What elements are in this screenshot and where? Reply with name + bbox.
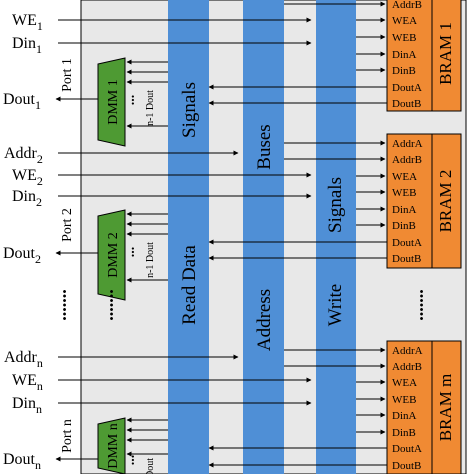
port-label: Port n (60, 419, 75, 453)
bram-pin-label: DinB (392, 427, 416, 439)
dmm-note: Dout (145, 458, 156, 474)
bram-block-1: BRAM 1 AddrB WEA WEB DinA DinB DoutA DoutB (386, 0, 462, 112)
dmm-input-dots: ... (123, 247, 138, 258)
read-data-bus-label-top: Signals (179, 82, 200, 138)
addr-label: Addrn (4, 349, 43, 370)
dmm-label: DMM 1 (106, 79, 121, 125)
bram-pin-label: AddrB (392, 0, 422, 11)
bram-pin-label: AddrB (392, 361, 422, 373)
bram-pin-label: DinA (392, 410, 417, 422)
address-bus-label-bottom: Address (254, 289, 275, 351)
bram-label: BRAM 2 (436, 170, 455, 233)
dmm-label: DMM n (106, 423, 121, 469)
din-label: Din1 (12, 35, 42, 56)
dmm-note: n-1 Dout (145, 90, 156, 126)
bram-pin-label: DinB (392, 65, 416, 77)
bram-pin-label: WEB (392, 187, 416, 199)
bram-label: BRAM m (436, 374, 455, 442)
addr-label: Addr2 (4, 145, 43, 166)
bram-label: BRAM 1 (436, 22, 455, 85)
bram-pin-label: AddrA (392, 345, 423, 357)
bram-block-3: BRAM m AddrA AddrB WEA WEB DinA DinB DoutA DoutB (386, 340, 462, 474)
bram-pin-label: WEB (392, 32, 416, 44)
bram-pin-label: DinB (392, 220, 416, 232)
bram-pin-label: DoutA (392, 82, 422, 94)
bram-pin-label: WEA (392, 171, 417, 183)
bram-pin-label: DoutB (392, 460, 421, 472)
dmm-label: DMM 2 (106, 232, 121, 278)
dout-label: Dout2 (3, 245, 41, 266)
bram-body (386, 133, 462, 269)
dmm-input-dots: ... (123, 455, 138, 466)
read-data-bus-label-bottom: Read Data (179, 245, 200, 325)
we-label: WE1 (12, 12, 43, 33)
bram-ellipsis: ....... (407, 289, 427, 321)
read-data-bus (168, 0, 209, 474)
bram-pin-label: WEA (392, 377, 417, 389)
we-label: WEn (12, 372, 43, 393)
bram-block-2: BRAM 2 AddrA AddrB WEA WEB DinA DinB DoutA DoutB (386, 133, 462, 269)
port-ellipsis: ....... (50, 289, 70, 321)
write-bus-label-bottom: Write (325, 284, 346, 327)
din-label: Dinn (12, 395, 42, 416)
we-label: WE2 (12, 167, 43, 188)
bram-pin-label: DoutB (392, 253, 421, 265)
bram-body (386, 340, 462, 474)
bram-pin-label: DoutB (392, 98, 421, 110)
dmm-block (97, 417, 126, 474)
port-label: Port 2 (60, 208, 75, 242)
din-label: Din2 (12, 188, 42, 209)
write-bus-label-top: Signals (325, 177, 346, 233)
dmm-ellipsis: ....... (97, 289, 117, 321)
dmm-block (97, 57, 126, 147)
dmm-input-dots: ... (123, 95, 138, 106)
write-bus (316, 0, 356, 474)
dout-label: Dout1 (3, 91, 41, 112)
bram-pin-label: DoutA (392, 237, 422, 249)
dmm-block (97, 209, 126, 301)
address-bus (243, 0, 284, 474)
bram-pin-label: WEB (392, 394, 416, 406)
bram-pin-label: DinA (392, 204, 417, 216)
bram-pin-label: DoutA (392, 443, 422, 455)
bram-pin-label: AddrB (392, 154, 422, 166)
address-bus-label-top: Buses (254, 124, 275, 169)
bram-body (386, 0, 462, 112)
bram-pin-label: DinA (392, 49, 417, 61)
dout-label: Doutn (3, 451, 41, 472)
dmm-note: n-1 Dout (145, 242, 156, 278)
port-label: Port 1 (60, 58, 75, 92)
bram-pin-label: WEA (392, 15, 417, 27)
bram-pin-label: AddrA (392, 138, 423, 150)
